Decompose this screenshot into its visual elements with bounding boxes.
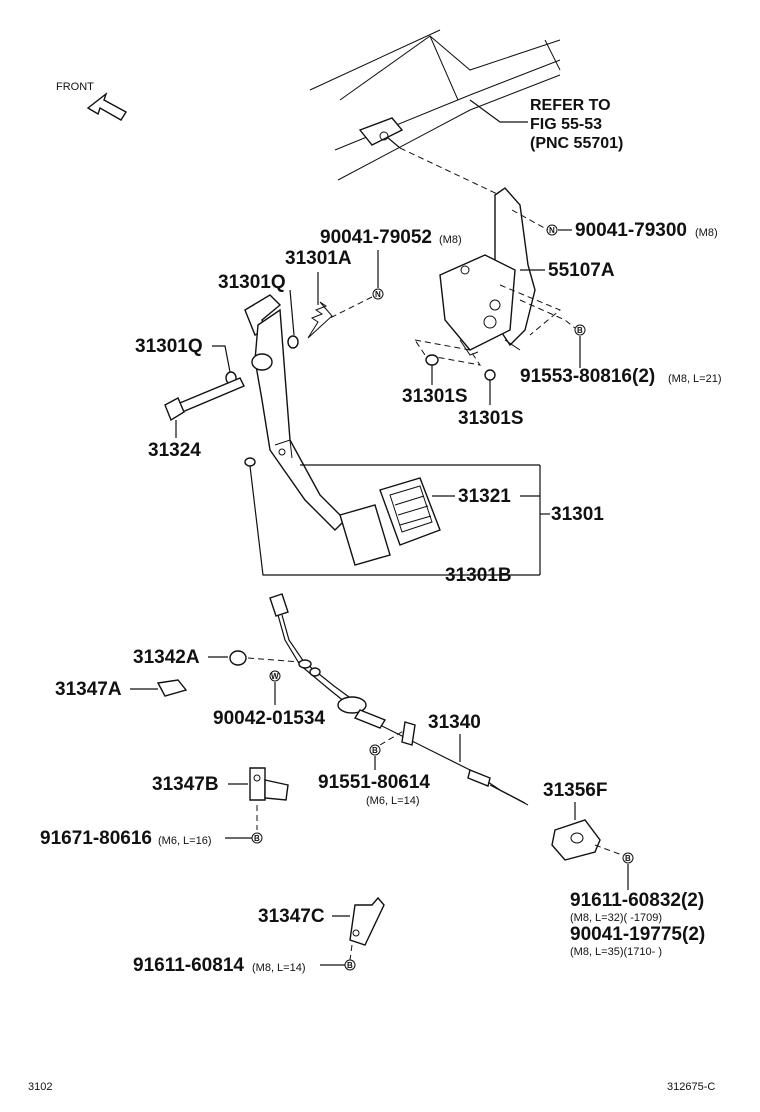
part-91611-60832-spec: (M8, L=32)( -1709) bbox=[570, 912, 662, 924]
marker-b-2: B bbox=[372, 746, 378, 755]
marker-b-5: B bbox=[347, 961, 353, 970]
part-31356f-label: 31356F bbox=[543, 780, 607, 801]
spring-31301a bbox=[307, 301, 333, 339]
bracket-31347c bbox=[349, 896, 385, 946]
part-31301q-top-label: 31301Q bbox=[218, 272, 286, 293]
front-arrow-icon bbox=[86, 92, 127, 121]
part-31347c-label: 31347C bbox=[258, 906, 325, 927]
bracket-31347b bbox=[249, 767, 289, 801]
bracket-55107a bbox=[439, 187, 536, 356]
footer-right-code: 312675-C bbox=[667, 1081, 715, 1093]
part-31301s-label-a: 31301S bbox=[402, 386, 468, 407]
part-90042-01534-label: 90042-01534 bbox=[213, 708, 325, 729]
part-91611-60832-number: 91611-60832(2) bbox=[570, 890, 704, 911]
bracket-31356f bbox=[551, 819, 601, 861]
part-31347a-label: 31347A bbox=[55, 679, 122, 700]
body-panel bbox=[309, 29, 561, 181]
marker-b-4: B bbox=[625, 854, 631, 863]
part-90041-79300-number: 90041-79300 bbox=[575, 220, 687, 241]
part-31340-label: 31340 bbox=[428, 712, 481, 733]
part-91611-60814-spec: (M8, L=14) bbox=[252, 962, 306, 974]
part-90041-79052-spec: (M8) bbox=[439, 234, 462, 246]
part-90041-19775-number: 90041-19775(2) bbox=[570, 924, 705, 945]
refer-line2: FIG 55-53 bbox=[530, 116, 602, 133]
part-90041-19775-spec: (M8, L=35)(1710- ) bbox=[570, 946, 662, 958]
part-31321-label: 31321 bbox=[458, 486, 511, 507]
marker-b-1: B bbox=[577, 326, 583, 335]
part-91671-80616-spec: (M6, L=16) bbox=[158, 835, 212, 847]
clutch-cable-31340 bbox=[269, 593, 529, 806]
part-91551-80614-number: 91551-80614 bbox=[318, 772, 430, 793]
marker-w: W bbox=[271, 672, 279, 681]
part-91553-80816-spec: (M8, L=21) bbox=[668, 373, 722, 385]
refer-line3: (PNC 55701) bbox=[530, 135, 623, 152]
part-91671-80616-number: 91671-80616 bbox=[40, 828, 152, 849]
bolt-31324 bbox=[164, 377, 245, 422]
footer-left-code: 3102 bbox=[28, 1081, 52, 1093]
part-91551-80614-spec: (M6, L=14) bbox=[366, 795, 420, 807]
marker-b-3: B bbox=[254, 834, 260, 843]
refer-line1: REFER TO bbox=[530, 97, 611, 114]
part-31301q-left-label: 31301Q bbox=[135, 336, 203, 357]
part-31342a-label: 31342A bbox=[133, 647, 200, 668]
marker-n-2: N bbox=[375, 290, 381, 299]
part-31347b-label: 31347B bbox=[152, 774, 219, 795]
part-91611-60814-number: 91611-60814 bbox=[133, 955, 244, 976]
part-31324-label: 31324 bbox=[148, 440, 201, 461]
part-31301-label: 31301 bbox=[551, 504, 604, 525]
marker-n-1: N bbox=[549, 226, 555, 235]
part-31301a-label: 31301A bbox=[285, 248, 352, 269]
front-label: FRONT bbox=[56, 81, 94, 93]
pedal-pad-31321 bbox=[379, 477, 441, 546]
clutch-pedal-arm bbox=[244, 294, 391, 566]
part-91553-80816-number: 91553-80816(2) bbox=[520, 366, 655, 387]
part-55107a-label: 55107A bbox=[548, 260, 615, 281]
part-31301s-label-b: 31301S bbox=[458, 408, 524, 429]
part-90041-79052-number: 90041-79052 bbox=[320, 227, 432, 248]
part-90041-79300-spec: (M8) bbox=[695, 227, 718, 239]
part-31301b-label: 31301B bbox=[445, 565, 512, 586]
